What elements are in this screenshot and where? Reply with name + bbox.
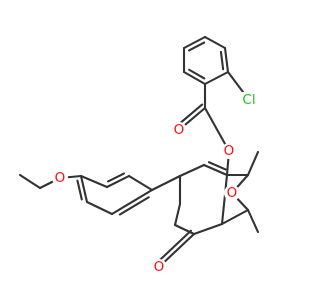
svg-text:O: O <box>174 122 185 138</box>
bonds <box>18 35 260 269</box>
bond-line <box>192 222 224 236</box>
bond-line <box>154 229 192 265</box>
ether-oxygen: O <box>52 170 68 186</box>
bond-line <box>187 41 206 52</box>
bond-line <box>182 70 207 86</box>
bond-line <box>110 188 154 216</box>
bond-line <box>150 174 182 192</box>
bond-line <box>85 200 114 216</box>
bond-line <box>223 46 230 74</box>
carbonyl-oxygen: O <box>171 122 187 138</box>
svg-text:O: O <box>154 259 165 275</box>
molecule-structure: O O Cl O O O <box>18 35 261 275</box>
bond-line <box>219 50 225 71</box>
bond-line <box>246 208 260 234</box>
bond-line <box>203 70 230 86</box>
ketone-oxygen: O <box>151 259 167 275</box>
bond-line <box>202 163 229 177</box>
bond-line <box>173 223 196 236</box>
bond-line <box>173 202 182 227</box>
bond-line <box>246 150 260 177</box>
furan-oxygen: O <box>224 185 240 201</box>
bond-line <box>203 106 231 153</box>
bond-line <box>188 68 206 80</box>
bond-line <box>157 232 196 269</box>
svg-text:O: O <box>227 185 238 201</box>
bond-line <box>127 174 154 192</box>
bond-line <box>105 174 131 189</box>
svg-text:O: O <box>55 170 66 186</box>
bond-line <box>18 173 42 190</box>
bond-line <box>220 173 229 226</box>
bond-line <box>178 163 206 178</box>
bond-line <box>118 196 150 216</box>
bond-line <box>220 208 250 226</box>
bond-line <box>79 174 109 189</box>
bond-line <box>207 161 227 171</box>
chlorine-atom: Cl <box>237 92 261 108</box>
bond-line <box>203 35 227 50</box>
bond-line <box>182 35 207 50</box>
svg-text:O: O <box>224 143 235 159</box>
ester-oxygen: O <box>221 143 237 159</box>
atom-labels: O O Cl O O O <box>52 92 261 275</box>
bond-line <box>76 179 83 201</box>
bond-line <box>107 172 125 183</box>
svg-text:Cl: Cl <box>242 92 255 108</box>
bond-line <box>79 174 89 204</box>
